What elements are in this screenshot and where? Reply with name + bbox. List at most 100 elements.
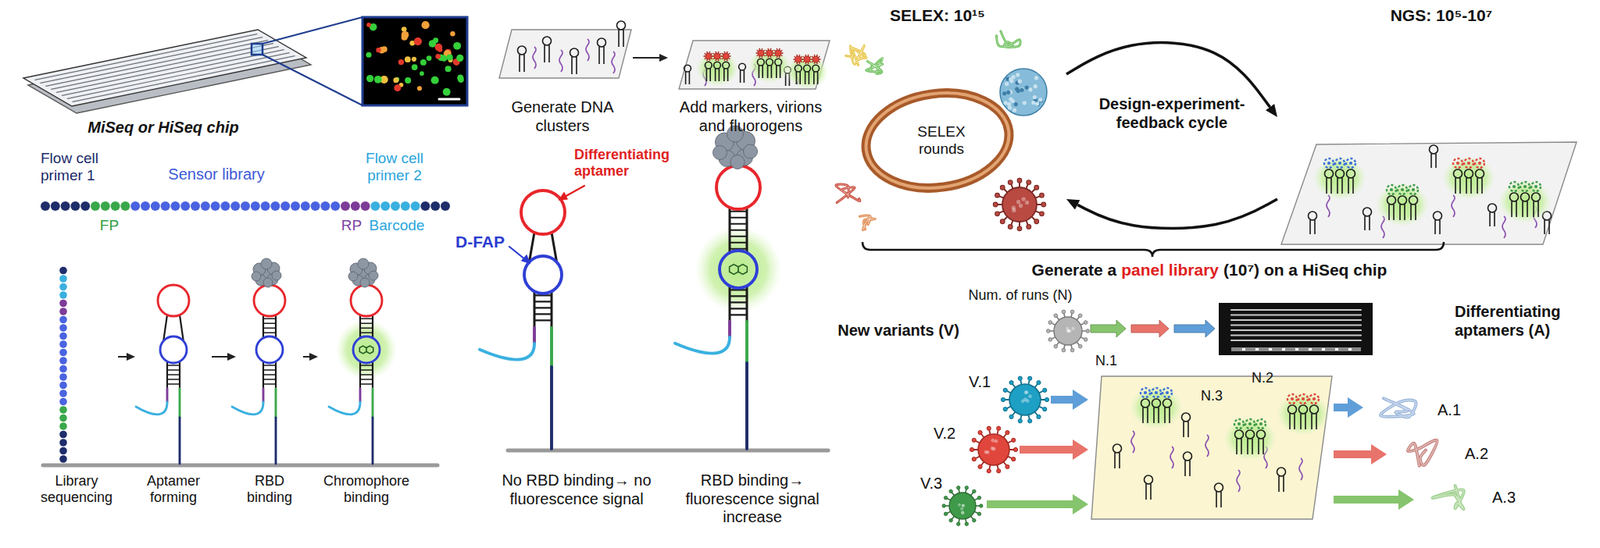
flow-cell-slide (40, 37, 263, 84)
cluster-image-inset (381, 46, 388, 53)
rna-strand (846, 45, 867, 65)
state-caption: RBD binding→ fluorescence signal increas… (674, 471, 831, 528)
virus-icon (764, 50, 765, 51)
node-text: V.2 (933, 425, 968, 444)
hairpin-probe (1364, 216, 1370, 231)
virus-particle (1008, 77, 1013, 82)
virus-icon (985, 450, 990, 455)
dna-cluster-chip (499, 29, 632, 79)
node-text: A.1 (1432, 401, 1467, 421)
aptamer-sensor (695, 226, 782, 313)
virus-icon (956, 486, 960, 490)
flowcell-screenshot (1242, 348, 1246, 351)
virus-icon (775, 50, 782, 57)
fluorescent-cluster (1442, 156, 1496, 200)
virus-icon (712, 55, 714, 57)
virus-icon (1023, 397, 1028, 402)
marker-star (1256, 419, 1266, 429)
cluster-image-inset (398, 59, 404, 65)
virus-icon (1085, 329, 1090, 334)
virus-icon (969, 447, 974, 452)
leader-arrow (509, 185, 585, 264)
virus-icon (1018, 203, 1023, 208)
rbd-protein (730, 155, 745, 170)
hairpin-probe (684, 64, 692, 72)
marker-star (1287, 394, 1297, 404)
hairpin-probe (1325, 169, 1334, 179)
aptamer-sensor (729, 217, 747, 219)
block-arrow (1131, 320, 1169, 338)
virus-icon (979, 504, 983, 508)
virus-icon (960, 510, 965, 515)
marker-star (1162, 388, 1172, 398)
virus-icon (778, 57, 780, 58)
virus-particle (1017, 79, 1022, 84)
virus-icon (729, 55, 731, 57)
sensor-library-strand (230, 201, 240, 211)
hairpin-probe (1510, 192, 1519, 202)
sensor-library-strand (60, 201, 71, 211)
hairpin-probe (542, 36, 552, 63)
hairpin-probe (1346, 169, 1356, 179)
flowcell-screenshot (1231, 309, 1361, 311)
virus-icon (1002, 187, 1037, 222)
hairpin-probe (1113, 444, 1122, 454)
virus-particle (1038, 97, 1043, 102)
virus-icon (1000, 185, 1005, 190)
sensor-library-strand (160, 201, 171, 211)
virus-icon (1028, 394, 1033, 399)
hairpin-probe (1287, 394, 1297, 430)
marker-star (1346, 158, 1356, 168)
virus-icon (812, 56, 819, 63)
marker-star (1259, 422, 1263, 426)
rbd-protein (357, 258, 369, 270)
aptamer-sensor (135, 285, 190, 465)
virus-icon (949, 518, 953, 522)
hairpin-probe (1289, 414, 1295, 430)
selex-ring (860, 84, 1016, 197)
aptamer-sensor (275, 417, 278, 465)
stage-panel: Library sequencing (35, 257, 118, 512)
cluster-image-inset (375, 47, 381, 53)
sensor-library-strand (110, 201, 121, 211)
virus-icon (712, 55, 714, 57)
virus-icon (704, 58, 706, 60)
hairpin-probe (519, 54, 525, 72)
cluster-image-inset (411, 64, 418, 71)
hairpin-probe (1488, 203, 1497, 227)
virus-icon (1007, 225, 1013, 230)
hairpin-probe (517, 46, 527, 72)
marker-star (1234, 419, 1244, 429)
node-text: Chromophore binding (320, 473, 413, 507)
sensor-library-strand (260, 201, 271, 211)
virus-icon (816, 63, 818, 65)
aptamer-sensor (135, 402, 168, 415)
virus-icon (714, 53, 721, 60)
leader-arrow (509, 246, 526, 261)
marker-star (1298, 394, 1308, 404)
axis-label: New variants (V) (820, 321, 977, 341)
node-text: N.2 (1246, 370, 1279, 387)
callout-label: D-FAP (455, 232, 518, 253)
sensor-library-strand (200, 201, 211, 211)
aptamer-sensor (178, 417, 182, 465)
virus-icon (1009, 414, 1014, 419)
hairpin-probe (1488, 203, 1497, 213)
hairpin-probe (684, 64, 692, 85)
flowcell-screenshot (1282, 348, 1286, 351)
variant-virus: V.2 (929, 422, 1020, 472)
sensor-library-strand (240, 201, 250, 211)
hairpin-probe (757, 58, 765, 66)
node-text: N.1 (1090, 353, 1122, 370)
hairpin-probe (793, 54, 804, 85)
sensor-library-strand (220, 201, 230, 211)
virus-icon (814, 54, 815, 56)
sensor-library-strand (270, 201, 280, 211)
virus-icon (765, 50, 767, 51)
aptamer-sensor (729, 295, 747, 297)
hairpin-probe (775, 58, 783, 66)
cluster-image-inset (426, 55, 433, 61)
aptamer-sensor (745, 321, 749, 364)
rbd-protein (260, 258, 272, 270)
virus-icon (803, 61, 804, 63)
